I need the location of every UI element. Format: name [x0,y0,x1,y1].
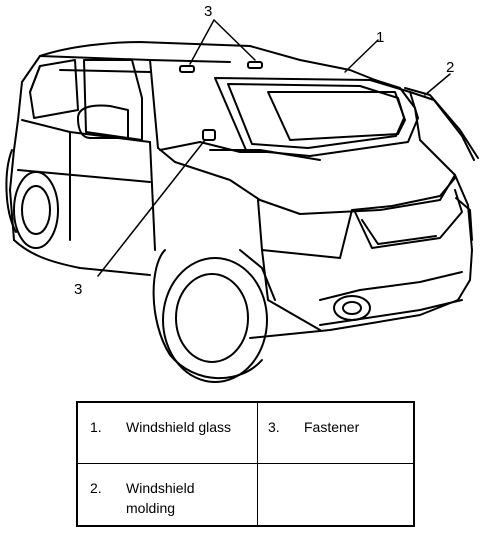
legend-number: 1. [90,419,102,435]
rear-wheel [5,149,59,249]
legend-label: Fastener [304,419,360,435]
windshield-frame [214,77,419,157]
legend-cell-1: 1. Windshield glass [78,403,258,464]
front-wheel [152,249,276,383]
front-fascia [257,177,473,331]
parts-legend-table: 1. Windshield glass 3. Fastener 2. Winds… [76,401,415,527]
hood-and-pillar [149,59,456,215]
side-windows [29,59,143,141]
legend-cell-2: 2. Windshield molding [78,464,258,525]
fog-lamp [333,295,371,321]
legend-cell-3: 3. Fastener [258,403,413,464]
callout-2: 2 [446,59,454,76]
legend-cell-empty [258,464,413,525]
legend-number: 2. [90,480,102,496]
vehicle-windshield-diagram: 3 1 2 3 [5,3,479,383]
leader-lines [97,19,451,277]
legend-label: Windshield molding [126,480,195,516]
legend-number: 3. [268,419,280,435]
fastener-marks [179,61,263,141]
legend-label: Windshield glass [126,419,232,435]
callout-3-top: 3 [204,3,212,20]
side-mirror [77,104,129,139]
windshield-glass [227,83,406,149]
callout-1: 1 [376,29,384,46]
callout-3-bottom: 3 [74,281,82,298]
windshield-molding [404,87,479,161]
